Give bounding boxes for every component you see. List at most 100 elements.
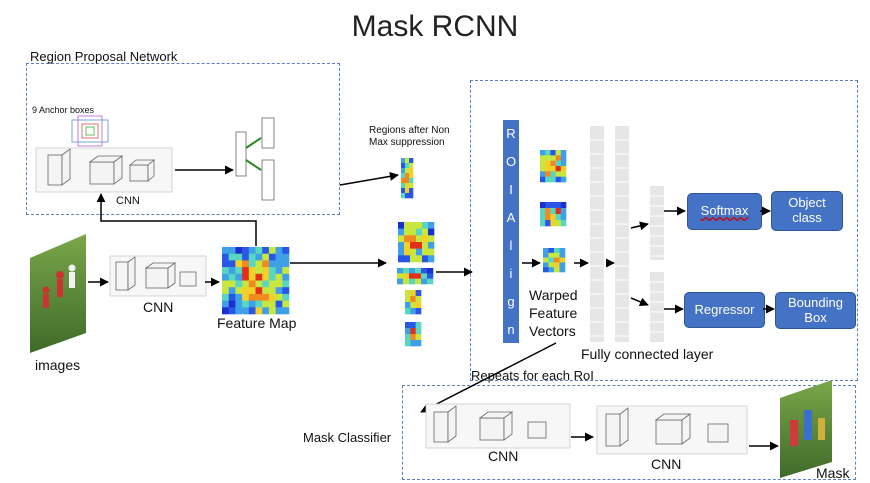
heatmap-cell bbox=[559, 262, 566, 268]
main-cnn-icon bbox=[109, 255, 207, 297]
heatmap-cell bbox=[255, 280, 263, 288]
heatmap-cell bbox=[397, 273, 404, 279]
heatmap-cell bbox=[401, 158, 406, 164]
heatmap-cell bbox=[540, 214, 546, 221]
heatmap-cell bbox=[555, 171, 562, 177]
heatmap-cell bbox=[404, 222, 411, 229]
heatmap-cell bbox=[559, 252, 566, 258]
heatmap-cell bbox=[540, 160, 546, 167]
heatmap-cell bbox=[222, 293, 229, 301]
heatmap-cell bbox=[409, 183, 414, 189]
heatmap-cell bbox=[540, 150, 546, 156]
repeats-label: Repeats for each RoI bbox=[471, 368, 594, 383]
heatmap-cell bbox=[540, 171, 546, 177]
heatmap-cell bbox=[560, 220, 567, 227]
heatmap-cell bbox=[398, 255, 405, 263]
heatmap-cell bbox=[540, 202, 546, 209]
heatmap-cell bbox=[403, 273, 410, 279]
heatmap-cell bbox=[282, 253, 290, 261]
heatmap-cell bbox=[242, 307, 250, 315]
heatmap-cell bbox=[409, 193, 414, 199]
heatmap-cell bbox=[397, 268, 404, 274]
heatmap-cell bbox=[403, 268, 410, 274]
heatmap-cell bbox=[415, 268, 422, 274]
heatmap-cell bbox=[275, 267, 283, 275]
heatmap-cell bbox=[398, 242, 405, 249]
heatmap-cell bbox=[545, 176, 551, 183]
heatmap-cell bbox=[405, 158, 410, 164]
heatmap-cell bbox=[416, 228, 423, 236]
heatmap-cell bbox=[422, 235, 429, 243]
object-class-label: Object class bbox=[788, 195, 826, 225]
heatmap-cell bbox=[555, 166, 562, 172]
regressor-label: Regressor bbox=[694, 301, 755, 317]
heatmap-cell bbox=[559, 248, 566, 254]
heatmap-cell bbox=[555, 150, 562, 156]
heatmap-cell bbox=[550, 160, 556, 167]
heatmap-cell bbox=[545, 150, 551, 156]
heatmap-cell bbox=[540, 166, 546, 172]
heatmap-cell bbox=[282, 280, 290, 288]
heatmap-cell bbox=[255, 307, 263, 315]
heatmap-cell bbox=[248, 293, 256, 301]
region-4 bbox=[405, 290, 422, 315]
heatmap-cell bbox=[404, 255, 411, 263]
heatmap-cell bbox=[422, 248, 429, 256]
heatmap-cell bbox=[405, 168, 410, 174]
fc-stripes bbox=[590, 139, 664, 337]
heatmap-cell bbox=[405, 296, 411, 303]
heatmap-cell bbox=[550, 214, 556, 221]
heatmap-cell bbox=[242, 300, 250, 308]
heatmap-cell bbox=[555, 160, 562, 167]
heatmap-cell bbox=[410, 302, 416, 309]
heatmap-cell bbox=[559, 257, 566, 263]
fc-column-1 bbox=[590, 126, 604, 342]
heatmap-cell bbox=[550, 202, 556, 209]
warped-2 bbox=[540, 202, 567, 227]
heatmap-cell bbox=[555, 202, 562, 209]
heatmap-cell bbox=[405, 302, 411, 309]
heatmap-cell bbox=[242, 247, 250, 254]
heatmap-cell bbox=[275, 247, 283, 254]
heatmap-cell bbox=[235, 260, 243, 268]
heatmap-cell bbox=[405, 322, 411, 329]
heatmap-cell bbox=[410, 248, 417, 256]
heatmap-cell bbox=[398, 222, 405, 229]
heatmap-cell bbox=[415, 308, 422, 315]
region-5 bbox=[405, 322, 422, 347]
warped-1 bbox=[540, 150, 567, 183]
heatmap-cell bbox=[404, 242, 411, 249]
bounding-box-label: Bounding Box bbox=[788, 294, 843, 325]
heatmap-cell bbox=[404, 228, 411, 236]
heatmap-cell bbox=[415, 273, 422, 279]
heatmap-cell bbox=[554, 262, 560, 268]
heatmap-cell bbox=[428, 248, 435, 256]
heatmap-cell bbox=[560, 155, 567, 161]
heatmap-cell bbox=[543, 262, 549, 268]
fc-column-2 bbox=[615, 126, 629, 342]
anchor-boxes-label: 9 Anchor boxes bbox=[32, 105, 95, 115]
heatmap-cell bbox=[405, 173, 410, 179]
heatmap-cell bbox=[409, 168, 414, 174]
heatmap-cell bbox=[545, 155, 551, 161]
heatmap-cell bbox=[554, 267, 560, 273]
heatmap-cell bbox=[421, 273, 428, 279]
heatmap-cell bbox=[248, 260, 256, 268]
heatmap-cell bbox=[282, 260, 290, 268]
heatmap-cell bbox=[248, 307, 256, 315]
heatmap-cell bbox=[242, 253, 250, 261]
heatmap-cell bbox=[228, 273, 236, 281]
heatmap-cell bbox=[222, 267, 229, 275]
heatmap-cell bbox=[405, 188, 410, 194]
rpn-cnn-icon bbox=[35, 147, 173, 193]
heatmap-cell bbox=[275, 280, 283, 288]
feature-map bbox=[222, 247, 290, 315]
heatmap-cell bbox=[401, 178, 406, 184]
heatmap-cell bbox=[410, 328, 416, 335]
heatmap-cell bbox=[543, 267, 549, 273]
heatmap-cell bbox=[262, 300, 270, 308]
cnn-label: CNN bbox=[143, 299, 174, 315]
mask-cnn2-label: CNN bbox=[651, 456, 682, 472]
heatmap-cell bbox=[422, 255, 429, 263]
heatmap-cell bbox=[555, 176, 562, 183]
